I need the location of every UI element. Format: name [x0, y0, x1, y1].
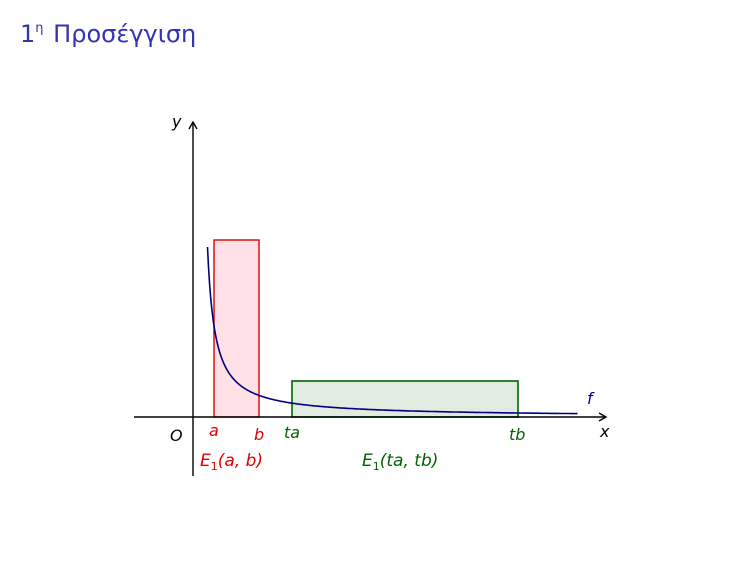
point-a-label: a — [209, 421, 219, 440]
point-tb-label: tb — [509, 425, 525, 444]
slide-title: 1η Προσέγγιση — [20, 20, 196, 48]
point-b-label: b — [254, 425, 264, 444]
left-region-label: E1(a, b) — [200, 451, 263, 473]
title-number: 1 — [20, 20, 36, 48]
right-rectangle — [291, 380, 519, 418]
right-region-label: E1(ta, tb) — [362, 451, 438, 473]
curve-f — [206, 246, 578, 415]
curve-label: f — [587, 389, 595, 408]
title-superscript: η — [35, 21, 44, 36]
title-text: Προσέγγιση — [53, 20, 197, 48]
left-rectangle — [213, 239, 260, 418]
y-axis-label: y — [171, 112, 182, 131]
x-axis-label: x — [599, 422, 610, 441]
origin-label: O — [170, 426, 183, 445]
point-ta-label: ta — [284, 423, 300, 442]
